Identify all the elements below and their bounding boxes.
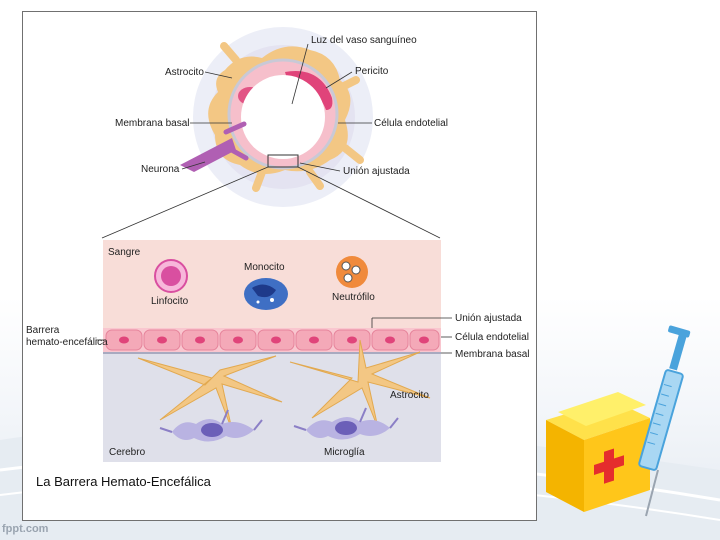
label-astrocyte-top: Astrocito: [165, 67, 204, 78]
label-basal-membrane-top: Membrana basal: [115, 118, 189, 129]
neuron-cell: [180, 138, 236, 172]
label-tight-junction-bottom: Unión ajustada: [455, 313, 522, 324]
label-neutrophil: Neutrófilo: [332, 292, 375, 303]
label-endothelial-cell-bottom: Célula endotelial: [455, 332, 529, 343]
astrocyte-cell-2: [289, 339, 431, 429]
slide-caption: La Barrera Hemato-Encefálica: [36, 474, 211, 489]
vessel-lumen: [241, 75, 325, 159]
label-vessel-lumen: Luz del vaso sanguíneo: [311, 35, 417, 46]
label-barrier: Barrera hemato-encefálica: [26, 325, 108, 348]
label-microglia: Microglía: [324, 447, 365, 458]
label-neuron: Neurona: [141, 164, 180, 175]
label-tight-junction-top: Unión ajustada: [343, 166, 410, 177]
barrier-zoom-panel: [103, 240, 441, 462]
label-monocyte: Monocito: [244, 262, 285, 273]
label-astrocyte-bottom: Astrocito: [390, 390, 429, 401]
label-lymphocyte: Linfocito: [151, 296, 189, 307]
neutrophil-cell: [336, 256, 368, 288]
label-pericyte: Pericito: [355, 66, 389, 77]
label-basal-membrane-bottom: Membrana basal: [455, 349, 529, 360]
watermark: fppt.com: [2, 523, 49, 535]
label-endothelial-cell-top: Célula endotelial: [374, 118, 448, 129]
astrocyte-cell-1: [137, 355, 283, 431]
first-aid-box-icon: [546, 392, 650, 512]
microglia-cell-1: [159, 409, 263, 442]
label-blood: Sangre: [108, 247, 141, 258]
monocyte-cell: [244, 278, 288, 310]
vessel-cross-section: [180, 27, 373, 207]
microglia-cell-2: [293, 407, 399, 440]
syringe-icon: [638, 325, 691, 517]
lymphocyte-cell: [154, 259, 188, 293]
label-brain: Cerebro: [109, 447, 146, 458]
